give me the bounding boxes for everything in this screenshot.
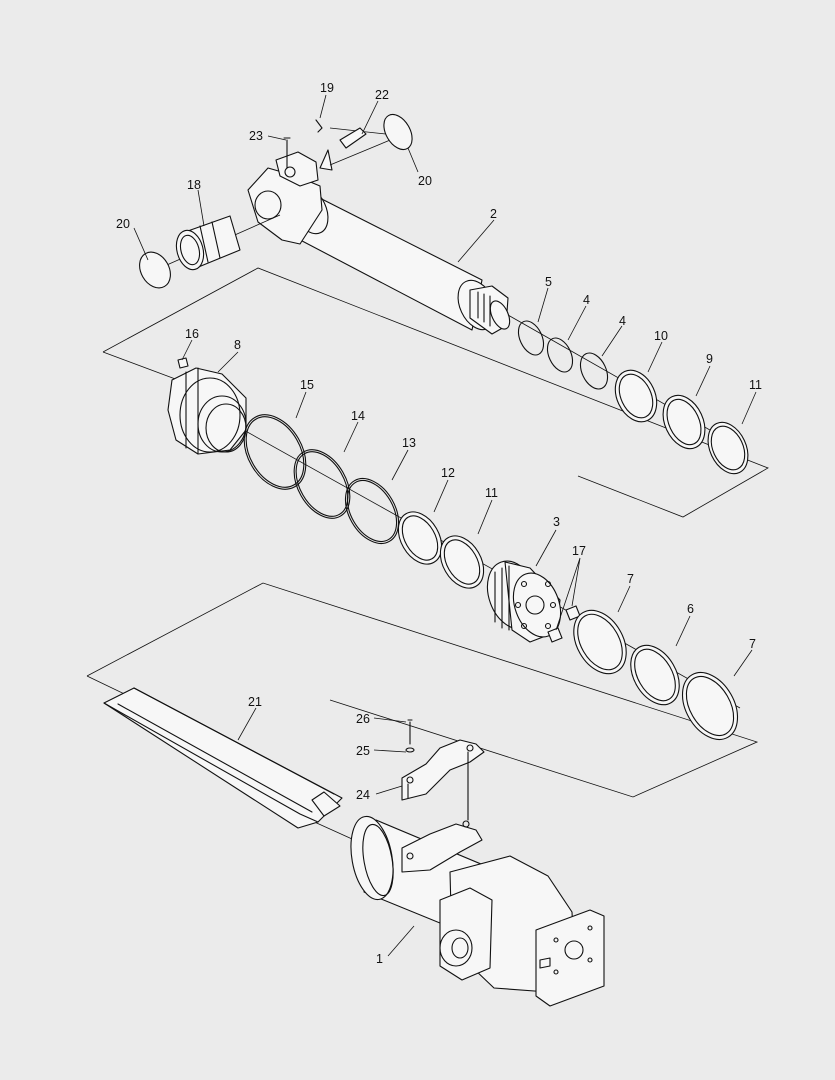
callout-4a: 4: [583, 293, 590, 307]
ring-14: [293, 449, 351, 519]
pin-22-part: [339, 127, 367, 149]
callout-1: 1: [376, 952, 383, 966]
callout-7b: 7: [749, 637, 756, 651]
ring-9: [662, 394, 706, 450]
grease-fitting-23-part: [283, 137, 291, 169]
callout-15: 15: [300, 378, 314, 392]
setscrew-17b-part: [547, 627, 563, 643]
setscrew-16-part: [177, 357, 189, 369]
callout-23: 23: [249, 129, 263, 143]
callout-19: 19: [320, 81, 334, 95]
washer-25-part: [405, 747, 415, 753]
guard-21-part: [103, 687, 343, 829]
callout-17: 17: [572, 544, 586, 558]
clamp-24-part: [401, 739, 485, 821]
ring-13: [344, 478, 400, 544]
callout-6: 6: [687, 602, 694, 616]
ring-11a: [707, 421, 749, 475]
callout-7a: 7: [627, 572, 634, 586]
seal-20-left: [139, 251, 171, 289]
callout-12: 12: [441, 466, 455, 480]
callout-10: 10: [654, 329, 668, 343]
callout-18: 18: [187, 178, 201, 192]
callout-11a: 11: [749, 378, 762, 392]
callout-8: 8: [234, 338, 241, 352]
ring-11b: [439, 535, 485, 589]
callout-26: 26: [356, 712, 370, 726]
callout-20b: 20: [418, 174, 432, 188]
callout-4b: 4: [619, 314, 626, 328]
leader-lines: [133, 94, 757, 957]
ring-15: [243, 414, 307, 490]
cylinder-tube-part: [247, 149, 511, 335]
ring-12: [397, 511, 443, 565]
ring-5: [517, 320, 545, 356]
seal-20-right: [383, 113, 413, 151]
ring-7a: [573, 609, 627, 675]
ring-6: [630, 644, 680, 706]
cylinder-body-part: [350, 815, 605, 1007]
callout-labels: 19 22 23 20 18 20 2 5 4 4 10 9 11 16 8 1…: [116, 81, 762, 966]
callout-9: 9: [706, 352, 713, 366]
callout-20a: 20: [116, 217, 130, 231]
callout-16: 16: [185, 327, 199, 341]
callout-2: 2: [490, 207, 497, 221]
callout-24: 24: [356, 788, 370, 802]
bushing-part: [175, 215, 241, 271]
callout-25: 25: [356, 744, 370, 758]
callout-22: 22: [375, 88, 389, 102]
callout-11b: 11: [485, 486, 498, 500]
callout-13: 13: [402, 436, 416, 450]
piston-part: [486, 560, 562, 643]
ring-4b: [579, 352, 609, 390]
callout-5: 5: [545, 275, 552, 289]
ring-4a: [546, 337, 574, 373]
callout-14: 14: [351, 409, 365, 423]
gland-part: [167, 367, 247, 455]
clip-19-part: [315, 119, 323, 133]
ring-10: [614, 369, 658, 423]
bolt-26-part: [407, 719, 413, 745]
callout-3: 3: [553, 515, 560, 529]
ring-7b: [681, 672, 739, 740]
callout-21: 21: [248, 695, 262, 709]
